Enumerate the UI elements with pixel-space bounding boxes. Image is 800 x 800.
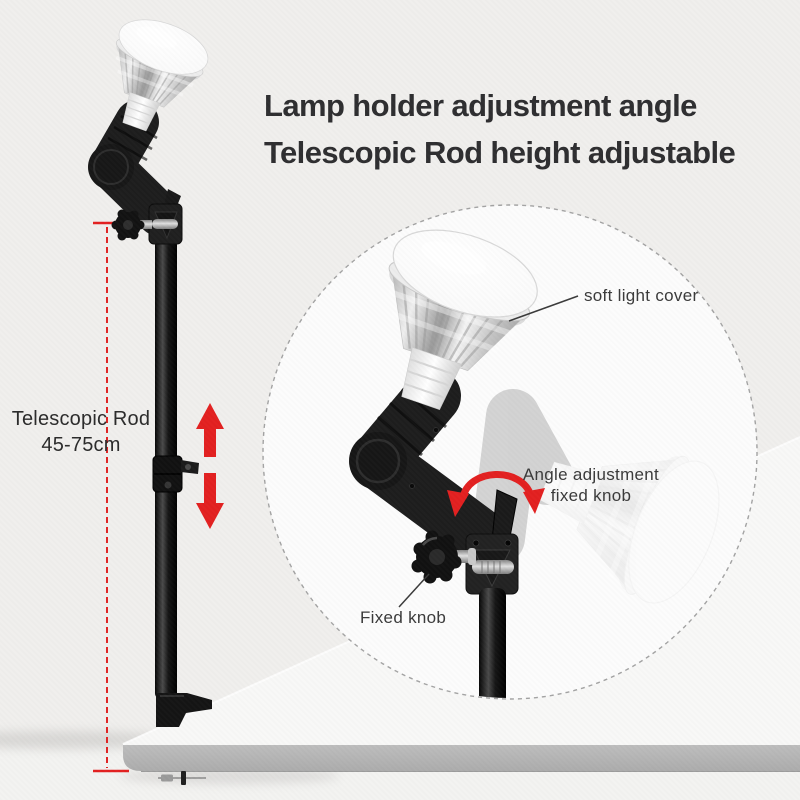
- soft-light-cover-label: soft light cover: [584, 286, 699, 305]
- down-arrow-icon: [196, 473, 224, 529]
- up-arrow-icon: [196, 403, 224, 457]
- soft-light-cover-pointer: [508, 295, 579, 322]
- telescopic-rod-label-line-2: 45-75cm: [41, 434, 121, 456]
- title-line-2: Telescopic Rod height adjustable: [264, 135, 736, 170]
- page-title: Lamp holder adjustment angle Telescopic …: [264, 82, 736, 176]
- angle-adjustment-label: Angle adjustment fixed knob: [503, 464, 679, 506]
- angle-adjustment-label-line-1: Angle adjustment: [522, 465, 660, 484]
- rod-collar: [152, 455, 199, 493]
- main-stand: [88, 8, 216, 727]
- main-fixed-knob: [111, 209, 152, 241]
- title-line-1: Lamp holder adjustment angle: [264, 88, 697, 123]
- screw: [158, 771, 206, 785]
- height-measure-line: [93, 221, 129, 773]
- telescopic-rod-label-line-1: Telescopic Rod: [11, 408, 151, 430]
- angle-adjustment-label-line-2: fixed knob: [550, 486, 632, 505]
- detail-view: [348, 212, 739, 698]
- curved-rotation-arrow-icon: [447, 471, 545, 517]
- telescopic-rod-label: Telescopic Rod 45-75cm: [2, 406, 160, 458]
- detail-fixed-knob: [411, 530, 476, 584]
- fixed-knob-label: Fixed knob: [360, 608, 447, 627]
- fixed-knob-pointer: [398, 573, 430, 608]
